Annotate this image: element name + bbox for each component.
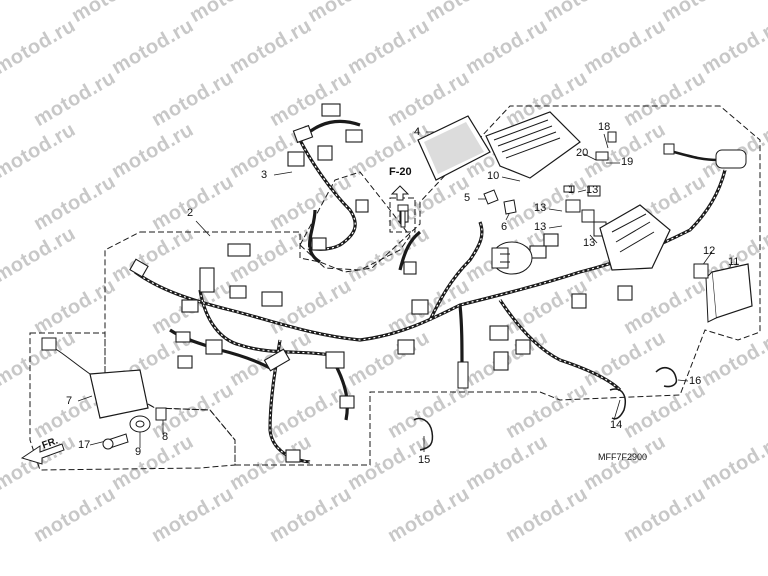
callout-8: 8 <box>162 431 169 443</box>
small-parts <box>483 189 517 215</box>
callout-5: 5 <box>464 192 471 204</box>
section-reference: F-20 <box>389 166 412 178</box>
callout-3: 3 <box>261 169 268 181</box>
module-7 <box>41 337 149 419</box>
connector-12 <box>693 263 709 279</box>
callout-16: 16 <box>689 375 702 387</box>
callout-13d: 13 <box>583 237 596 249</box>
callout-18: 18 <box>598 121 611 133</box>
callout-19: 19 <box>621 156 634 168</box>
callout-20: 20 <box>576 147 589 159</box>
callout-2: 2 <box>187 207 194 219</box>
junction-block <box>599 204 671 271</box>
callout-6: 6 <box>501 221 508 233</box>
callout-12: 12 <box>703 245 716 257</box>
callout-17: 17 <box>78 439 91 451</box>
harness-trunks <box>134 119 727 464</box>
callout-14: 14 <box>610 419 623 431</box>
hardware <box>102 407 167 450</box>
bolt <box>397 204 409 228</box>
dashed-boundaries <box>29 105 761 471</box>
plug <box>457 361 469 389</box>
front-arrow <box>20 443 65 465</box>
unit-11 <box>705 263 753 323</box>
callout-9: 9 <box>135 446 142 458</box>
callout-1: 1 <box>568 184 575 196</box>
fuse-box-10 <box>485 111 581 179</box>
callout-7: 7 <box>66 395 73 407</box>
diagram-code: MFF7F2900 <box>598 452 648 462</box>
sensor-cable <box>663 143 747 169</box>
callout-13a: 13 <box>586 184 599 196</box>
connectors <box>129 103 633 463</box>
callout-4: 4 <box>414 126 421 138</box>
foam-pad-4 <box>417 115 491 181</box>
callout-13b: 13 <box>534 202 547 214</box>
callout-10: 10 <box>487 170 500 182</box>
coil <box>491 241 533 275</box>
callout-11: 11 <box>728 256 740 268</box>
f20-arrow <box>390 185 410 201</box>
clamps <box>413 367 678 451</box>
callout-15: 15 <box>418 454 431 466</box>
callout-13c: 13 <box>534 221 547 233</box>
